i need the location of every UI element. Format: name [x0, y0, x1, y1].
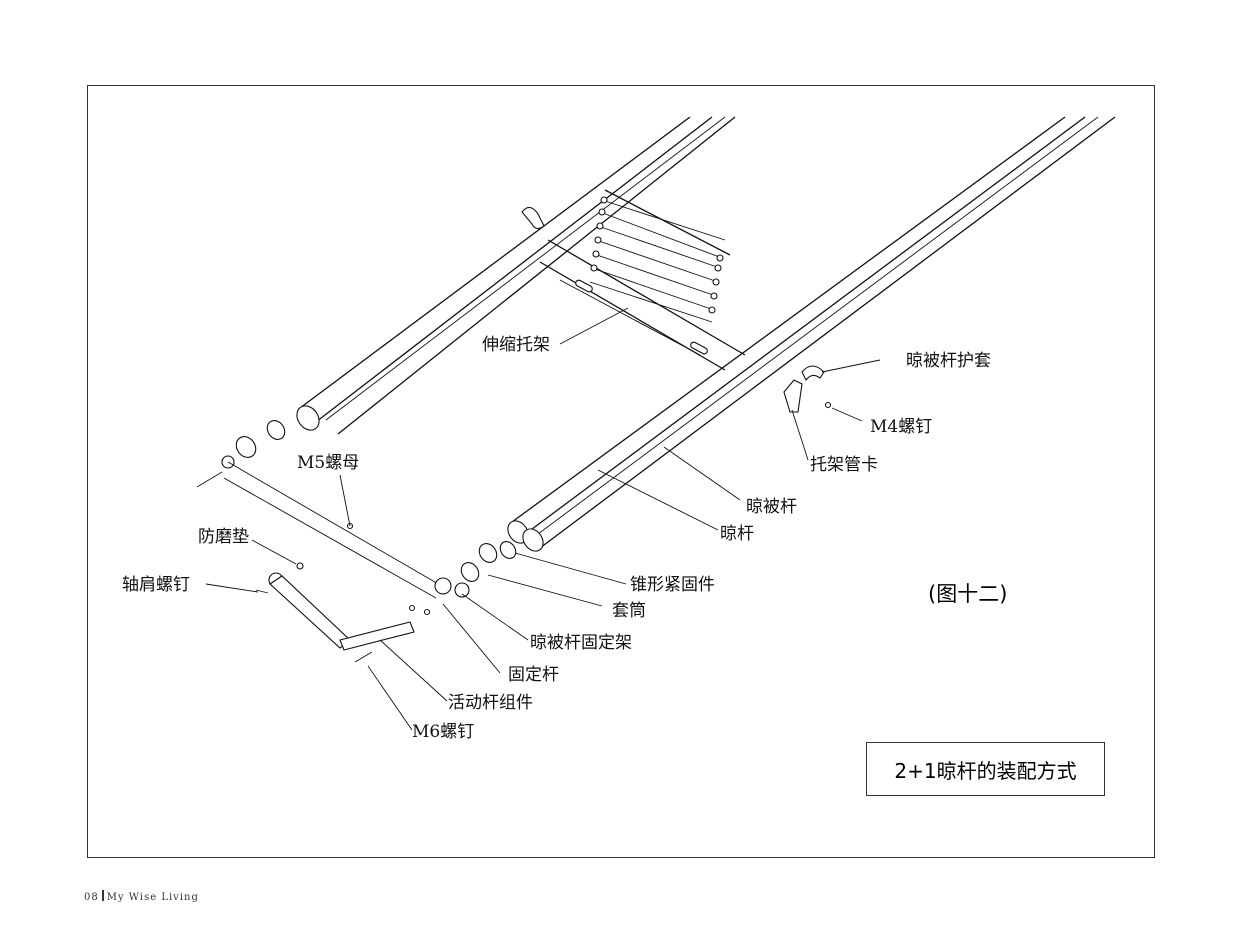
label-m6-screw: M6螺钉 [412, 722, 474, 742]
label-m5-nut: M5螺母 [297, 453, 359, 473]
bracket-frame [521, 189, 746, 371]
footer-separator [101, 890, 104, 901]
rod-sleeve-and-clip [783, 365, 832, 413]
brand-name: My Wise Living [106, 892, 199, 903]
leader-lines [205, 307, 881, 731]
right-rail-pipes [507, 116, 1116, 552]
left-rail-pipe [296, 116, 736, 435]
label-fixed-rod: 固定杆 [508, 665, 559, 685]
label-cone-fastener: 锥形紧固件 [630, 575, 715, 595]
label-quilt-rod-sleeve: 晾被杆护套 [906, 351, 991, 371]
label-drying-rod: 晾杆 [720, 524, 754, 544]
left-end-assembly [196, 420, 441, 599]
drawing-frame [87, 85, 1155, 858]
label-shoulder-screw: 轴肩螺钉 [122, 575, 190, 595]
label-movable-rod-assembly: 活动杆组件 [448, 693, 533, 713]
diagram-title: 2+1晾杆的装配方式 [894, 758, 1077, 783]
holder-cluster [346, 522, 517, 616]
page-number: 08 [84, 892, 99, 903]
diagram-title-box: 2+1晾杆的装配方式 [866, 742, 1105, 796]
page-footer: 08 My Wise Living [84, 890, 199, 903]
label-sleeve: 套筒 [612, 601, 646, 621]
label-telescopic-bracket: 伸缩托架 [482, 335, 550, 355]
label-m4-screw: M4螺钉 [870, 417, 932, 437]
label-quilt-rod-holder: 晾被杆固定架 [530, 633, 632, 653]
label-bracket-pipe-clip: 托架管卡 [810, 455, 878, 475]
label-quilt-rod: 晾被杆 [746, 497, 797, 517]
telescopic-arms [589, 196, 726, 323]
movable-rod-assembly [255, 562, 415, 663]
label-wear-pad: 防磨垫 [198, 527, 249, 547]
figure-number: (图十二) [928, 582, 1008, 606]
